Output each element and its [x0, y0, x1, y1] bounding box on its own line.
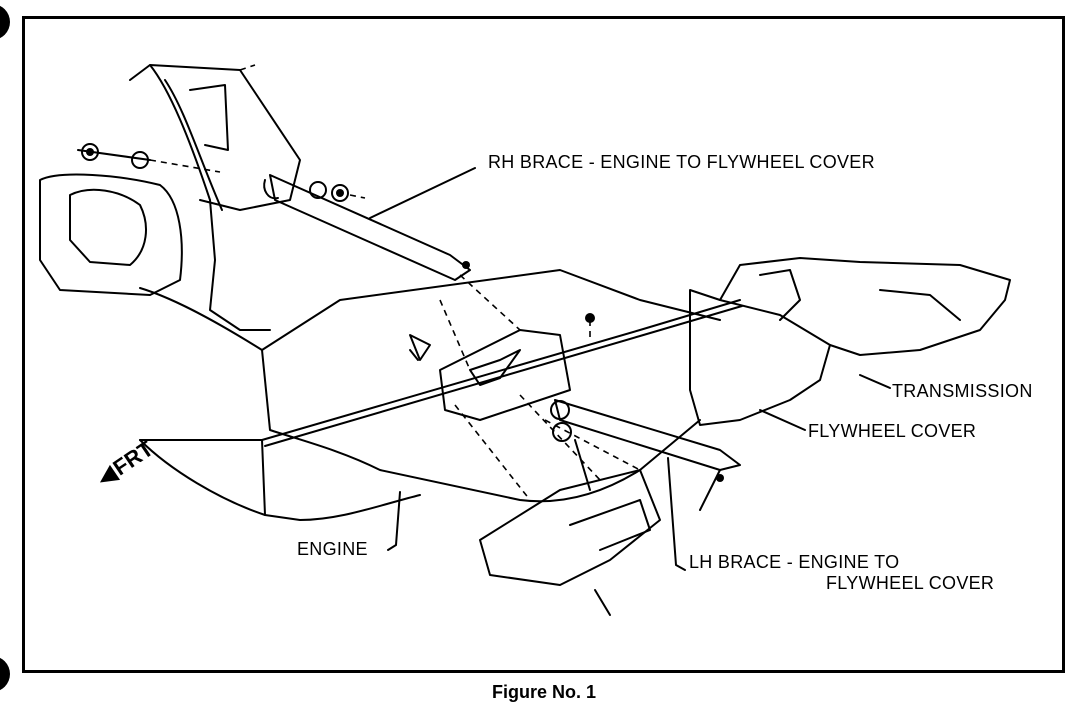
engine-pan-rail [261, 269, 721, 351]
lh-brace-label-line1: LH BRACE - ENGINE TO [689, 552, 900, 572]
lh-brace-label-line2: FLYWHEEL COVER [826, 573, 995, 593]
figure-frame [22, 16, 1065, 673]
transmission [719, 257, 1011, 356]
figure-caption: Figure No. 1 [491, 682, 596, 702]
lh-brace [554, 399, 741, 471]
lower-bracket [479, 469, 661, 586]
binder-hole-top [0, 4, 10, 40]
flywheel-cover [689, 289, 831, 426]
binder-hole-bottom [0, 656, 10, 692]
rh-brace [269, 174, 471, 281]
rh-brace-label: RH BRACE - ENGINE TO FLYWHEEL COVER [488, 152, 875, 172]
engine-label: ENGINE [297, 539, 368, 559]
flywheel-cover-label: FLYWHEEL COVER [808, 421, 977, 441]
engine-block [139, 287, 701, 503]
transmission-label: TRANSMISSION [892, 381, 1033, 401]
exhaust-manifold [39, 173, 183, 296]
